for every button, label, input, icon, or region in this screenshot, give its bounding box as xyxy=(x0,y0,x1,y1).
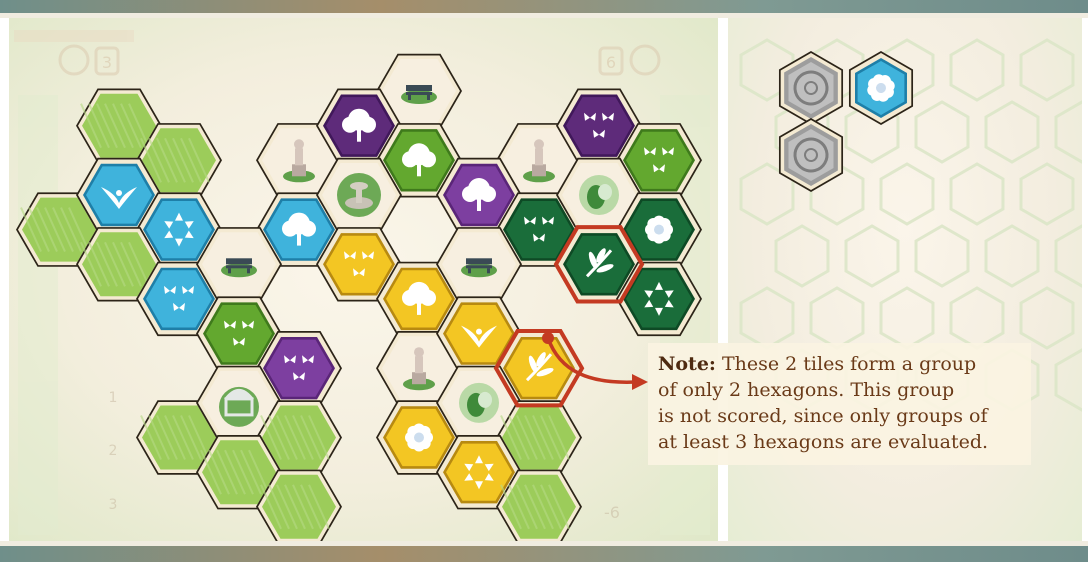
faded-label-3: 3 xyxy=(109,497,118,513)
faded-label-2: 2 xyxy=(109,443,118,459)
note-line-3: is not scored, since only groups of xyxy=(658,403,1031,429)
note-line-4: at least 3 hexagons are evaluated. xyxy=(658,429,1031,455)
hex-grid: 3 6 1 2 3 -6 xyxy=(9,18,718,541)
note-label: Note: xyxy=(658,353,716,375)
top-border xyxy=(0,0,1088,13)
faded-label-6-top: 6 xyxy=(606,53,616,72)
faded-label-minus-6: -6 xyxy=(604,503,620,522)
note-line-2: of only 2 hexagons. This group xyxy=(658,377,1031,403)
player-board: 3 6 1 2 3 -6 xyxy=(9,18,718,541)
bottom-border xyxy=(0,546,1088,562)
faded-label-3-top: 3 xyxy=(102,53,112,72)
faded-label-1: 1 xyxy=(109,390,118,406)
note-line-1: These 2 tiles form a group xyxy=(722,353,976,375)
note-callout: Note: These 2 tiles form a group of only… xyxy=(648,343,1031,465)
